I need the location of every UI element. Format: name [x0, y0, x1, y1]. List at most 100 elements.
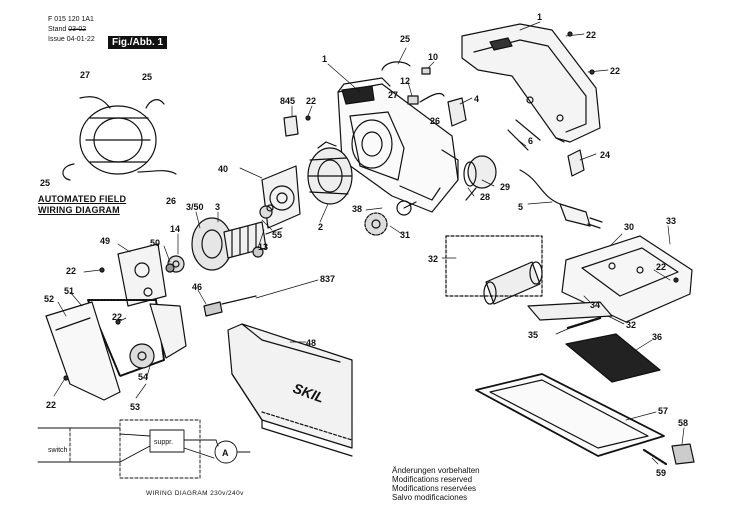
label-31: 31 — [400, 230, 410, 240]
brush-10 — [421, 67, 431, 75]
label-50: 50 — [150, 238, 160, 248]
figure-label: Fig./Abb. 1 — [108, 36, 168, 49]
platen-frame — [561, 235, 693, 323]
brush-holder-4 — [447, 97, 467, 127]
spring-59 — [642, 448, 668, 466]
suppressor — [463, 155, 497, 201]
label-24: 24 — [600, 150, 610, 160]
label-22d: 22 — [66, 266, 76, 276]
sanding-frame — [475, 373, 665, 457]
doc-number: F 015 120 1A1 — [48, 16, 94, 23]
label-837: 837 — [320, 274, 335, 284]
label-55: 55 — [272, 230, 282, 240]
label-30: 30 — [624, 222, 634, 232]
screw-58 — [671, 443, 695, 465]
drive-belt — [87, 299, 187, 377]
label-26b: 26 — [166, 196, 176, 206]
label-35: 35 — [528, 330, 538, 340]
gear-housing — [117, 243, 167, 307]
label-29: 29 — [500, 182, 510, 192]
label-52: 52 — [44, 294, 54, 304]
label-26a: 26 — [430, 116, 440, 126]
leader-lines — [53, 21, 685, 465]
fan-baffle — [261, 165, 301, 229]
wire-6 — [507, 119, 541, 151]
switch-part — [567, 149, 585, 177]
note-en: Modifications reserved — [392, 475, 473, 484]
issue-row: Issue 04-01-22 — [48, 36, 95, 44]
label-14: 14 — [170, 224, 180, 234]
label-53: 53 — [130, 402, 140, 412]
label-32a: 32 — [428, 254, 438, 264]
label-22a: 22 — [586, 30, 596, 40]
issue-value: 04-01-22 — [66, 36, 95, 43]
stand-label: Stand — [48, 26, 67, 33]
label-13: 13 — [258, 242, 268, 252]
note-es: Salvo modificaciones — [392, 493, 468, 502]
label-27a: 27 — [388, 90, 398, 100]
label-38: 38 — [352, 204, 362, 214]
spring — [566, 316, 602, 330]
label-25b: 25 — [142, 72, 152, 82]
label-12: 12 — [400, 76, 410, 86]
label-845: 845 — [280, 96, 295, 106]
roller — [483, 261, 543, 305]
field-wiring-title-2: WIRING DIAGRAM — [38, 205, 120, 215]
label-27b: 27 — [80, 70, 90, 80]
label-5: 5 — [518, 202, 523, 212]
label-58: 58 — [678, 418, 688, 428]
label-40: 40 — [218, 164, 228, 174]
motor-label: A — [222, 448, 229, 458]
label-48: 48 — [306, 338, 316, 348]
label-3: 3 — [215, 202, 220, 212]
roller-bracket-outline — [445, 235, 543, 297]
field-wiring-diagram — [62, 96, 177, 181]
platen-pad — [565, 333, 661, 383]
label-36: 36 — [652, 332, 662, 342]
field-coil — [307, 141, 353, 205]
motor-housing — [337, 77, 459, 213]
part-number-labels: 1 1 2 3 3/50 4 5 6 10 12 13 14 22 22 22 … — [40, 12, 688, 478]
armature — [191, 217, 283, 271]
label-1b: 1 — [322, 54, 327, 64]
label-57: 57 — [658, 406, 668, 416]
label-22b: 22 — [610, 66, 620, 76]
label-46: 46 — [192, 282, 202, 292]
stand-row: Stand 03-02 — [48, 26, 86, 34]
bearing-46 — [203, 301, 223, 317]
brush-holder-12 — [407, 95, 419, 105]
note-fr: Modifications reservées — [392, 484, 477, 493]
issue-label: Issue — [48, 36, 65, 43]
label-25a: 25 — [400, 34, 410, 44]
label-25c: 25 — [40, 178, 50, 188]
label-6: 6 — [528, 136, 533, 146]
suppressor-label: suppr. — [154, 439, 173, 446]
drive-gear — [364, 200, 417, 236]
wiring-diagram-caption: WIRING DIAGRAM 230v/240v — [146, 490, 244, 497]
label-3-50: 3/50 — [186, 202, 204, 212]
label-22g: 22 — [656, 262, 666, 272]
label-32b: 32 — [626, 320, 636, 330]
label-4: 4 — [474, 94, 479, 104]
label-33: 33 — [666, 216, 676, 226]
wiring-diagram — [37, 419, 251, 479]
label-49: 49 — [100, 236, 110, 246]
housing-half-top — [461, 23, 601, 143]
label-34: 34 — [590, 300, 600, 310]
label-51: 51 — [64, 286, 74, 296]
modification-notes: Änderungen vorbehalten Modifications res… — [392, 466, 480, 502]
note-de: Änderungen vorbehalten — [392, 466, 480, 475]
label-59: 59 — [656, 468, 666, 478]
label-1a: 1 — [537, 12, 542, 22]
wire-25 — [381, 61, 411, 71]
bearing-13 — [259, 205, 273, 219]
label-22c: 22 — [306, 96, 316, 106]
field-wiring-title-1: AUTOMATED FIELD — [38, 194, 127, 204]
label-22e: 22 — [112, 312, 122, 322]
label-10: 10 — [428, 52, 438, 62]
power-cable — [519, 169, 603, 229]
dust-bag — [227, 323, 353, 457]
stand-value: 03-02 — [68, 26, 87, 33]
lever — [527, 301, 613, 321]
